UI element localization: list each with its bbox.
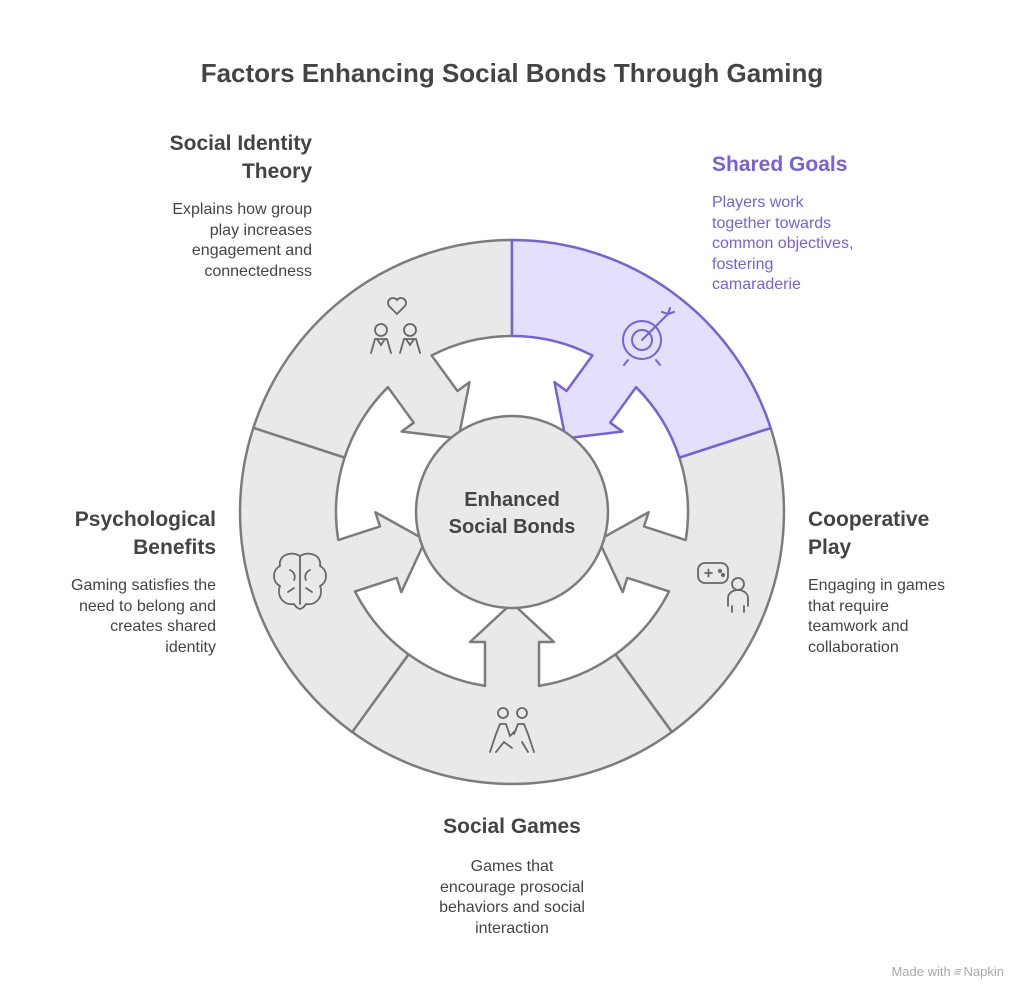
factor-description: fostering — [712, 255, 774, 273]
factor-description: behaviors and social — [439, 899, 585, 916]
factor-description: camaraderie — [712, 276, 801, 293]
factor-description: connectedness — [204, 262, 312, 280]
factor-heading: Play — [808, 536, 852, 559]
center-label-line: Social Bonds — [449, 516, 576, 538]
napkin-logo-icon: ≡ — [951, 964, 963, 979]
factor-description: Engaging in games — [808, 577, 945, 594]
factor-heading: Shared Goals — [712, 153, 848, 176]
factor-description: creates shared — [110, 618, 216, 635]
factor-description: together towards — [712, 214, 832, 232]
factor-heading: Social Identity — [169, 132, 312, 155]
center-label-line: Enhanced — [464, 489, 560, 511]
factor-description: encourage prosocial — [439, 878, 585, 896]
factor-description: Games that — [470, 858, 554, 875]
factor-description: common objectives, — [712, 235, 854, 252]
factor-description: Players work — [712, 194, 804, 211]
gamepad-person-icon — [697, 562, 749, 613]
factor-description: that require — [808, 597, 889, 615]
factor-description: interaction — [475, 919, 549, 937]
factor-heading: Social Games — [443, 815, 581, 838]
factor-shared-goals: Shared Goals Players work together toward… — [712, 151, 853, 296]
factor-heading: Psychological — [74, 508, 216, 531]
factor-heading: Benefits — [133, 536, 216, 559]
factor-description: play increases — [209, 221, 312, 239]
factor-description: Explains how group — [172, 201, 312, 218]
page-title: Factors Enhancing Social Bonds Through G… — [200, 58, 824, 88]
made-with-label: Made with — [891, 964, 951, 979]
target-icon — [622, 307, 675, 366]
factor-social-games: Social Games Games that encourage prosoci… — [362, 813, 662, 939]
people-heart-icon — [370, 297, 421, 354]
segment-social-games[interactable] — [350, 601, 674, 786]
center-circle — [414, 414, 610, 610]
factor-description: identity — [165, 638, 216, 656]
factor-description: engagement and — [191, 242, 312, 259]
factor-description: need to belong and — [78, 597, 216, 615]
factor-description: Gaming satisfies the — [71, 577, 216, 594]
people-playing-icon — [489, 707, 535, 753]
factor-description: collaboration — [808, 638, 899, 656]
factor-heading: Theory — [241, 160, 312, 183]
brain-icon — [273, 552, 327, 610]
factor-description: teamwork and — [808, 618, 909, 635]
napkin-watermark: Made with ≡ Napkin — [891, 964, 1004, 979]
napkin-brand: Napkin — [963, 964, 1004, 979]
factor-heading: Cooperative — [808, 508, 930, 531]
